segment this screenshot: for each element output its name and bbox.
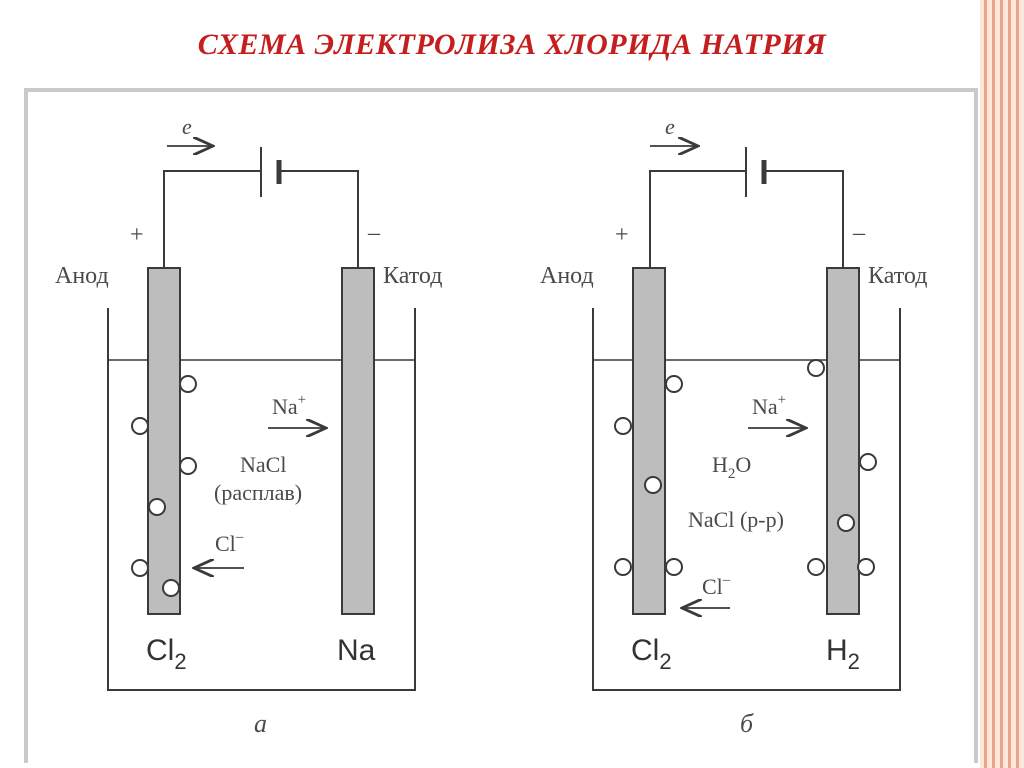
- decorative-side-stripes: [980, 0, 1024, 768]
- anode-electrode: [632, 267, 666, 615]
- anode-product: Cl2: [146, 634, 187, 674]
- electron-label: e: [182, 114, 192, 139]
- slide-title: СХЕМА ЭЛЕКТРОЛИЗА ХЛОРИДА НАТРИЯ: [197, 28, 827, 61]
- electron-label: e: [665, 114, 675, 139]
- gas-bubbles: [614, 359, 877, 576]
- cation-label: Na+: [272, 392, 306, 419]
- anode-sign: +: [130, 222, 144, 248]
- solution-state: (расплав): [214, 480, 302, 505]
- cathode-electrode: [826, 267, 860, 615]
- cathode-product: Na: [337, 634, 376, 667]
- anode-electrode: [147, 267, 181, 615]
- anion-label: Cl–: [215, 529, 244, 556]
- caption-a: а: [254, 709, 267, 738]
- cathode-label: Катод: [868, 263, 927, 289]
- cathode-label: Катод: [383, 263, 442, 289]
- anion-label: Cl–: [702, 572, 731, 599]
- gas-bubbles: [131, 375, 197, 597]
- battery-circuit: [649, 147, 844, 268]
- caption-b: б: [740, 709, 754, 738]
- diagram-b: e + – Анод Катод Na+ H2O: [540, 114, 927, 738]
- anode-sign: +: [615, 222, 629, 248]
- vessel: [592, 308, 901, 691]
- diagram-frame: [24, 88, 978, 763]
- diagram-a: e + – Анод Катод Na+ NaCl (: [55, 114, 442, 738]
- cathode-sign: –: [367, 220, 381, 246]
- anode-label: Анод: [55, 263, 109, 289]
- cation-label: Na+: [752, 392, 786, 419]
- cathode-electrode: [341, 267, 375, 615]
- anode-product: Cl2: [631, 634, 672, 674]
- cathode-product: H2: [826, 634, 860, 674]
- battery-circuit: [163, 147, 359, 268]
- solution-formula: NaCl: [240, 452, 286, 477]
- solution-state: NaCl (р-р): [688, 507, 784, 532]
- cathode-sign: –: [852, 220, 866, 246]
- solvent-formula: H2O: [712, 452, 751, 482]
- anode-label: Анод: [540, 263, 594, 289]
- vessel: [107, 308, 416, 691]
